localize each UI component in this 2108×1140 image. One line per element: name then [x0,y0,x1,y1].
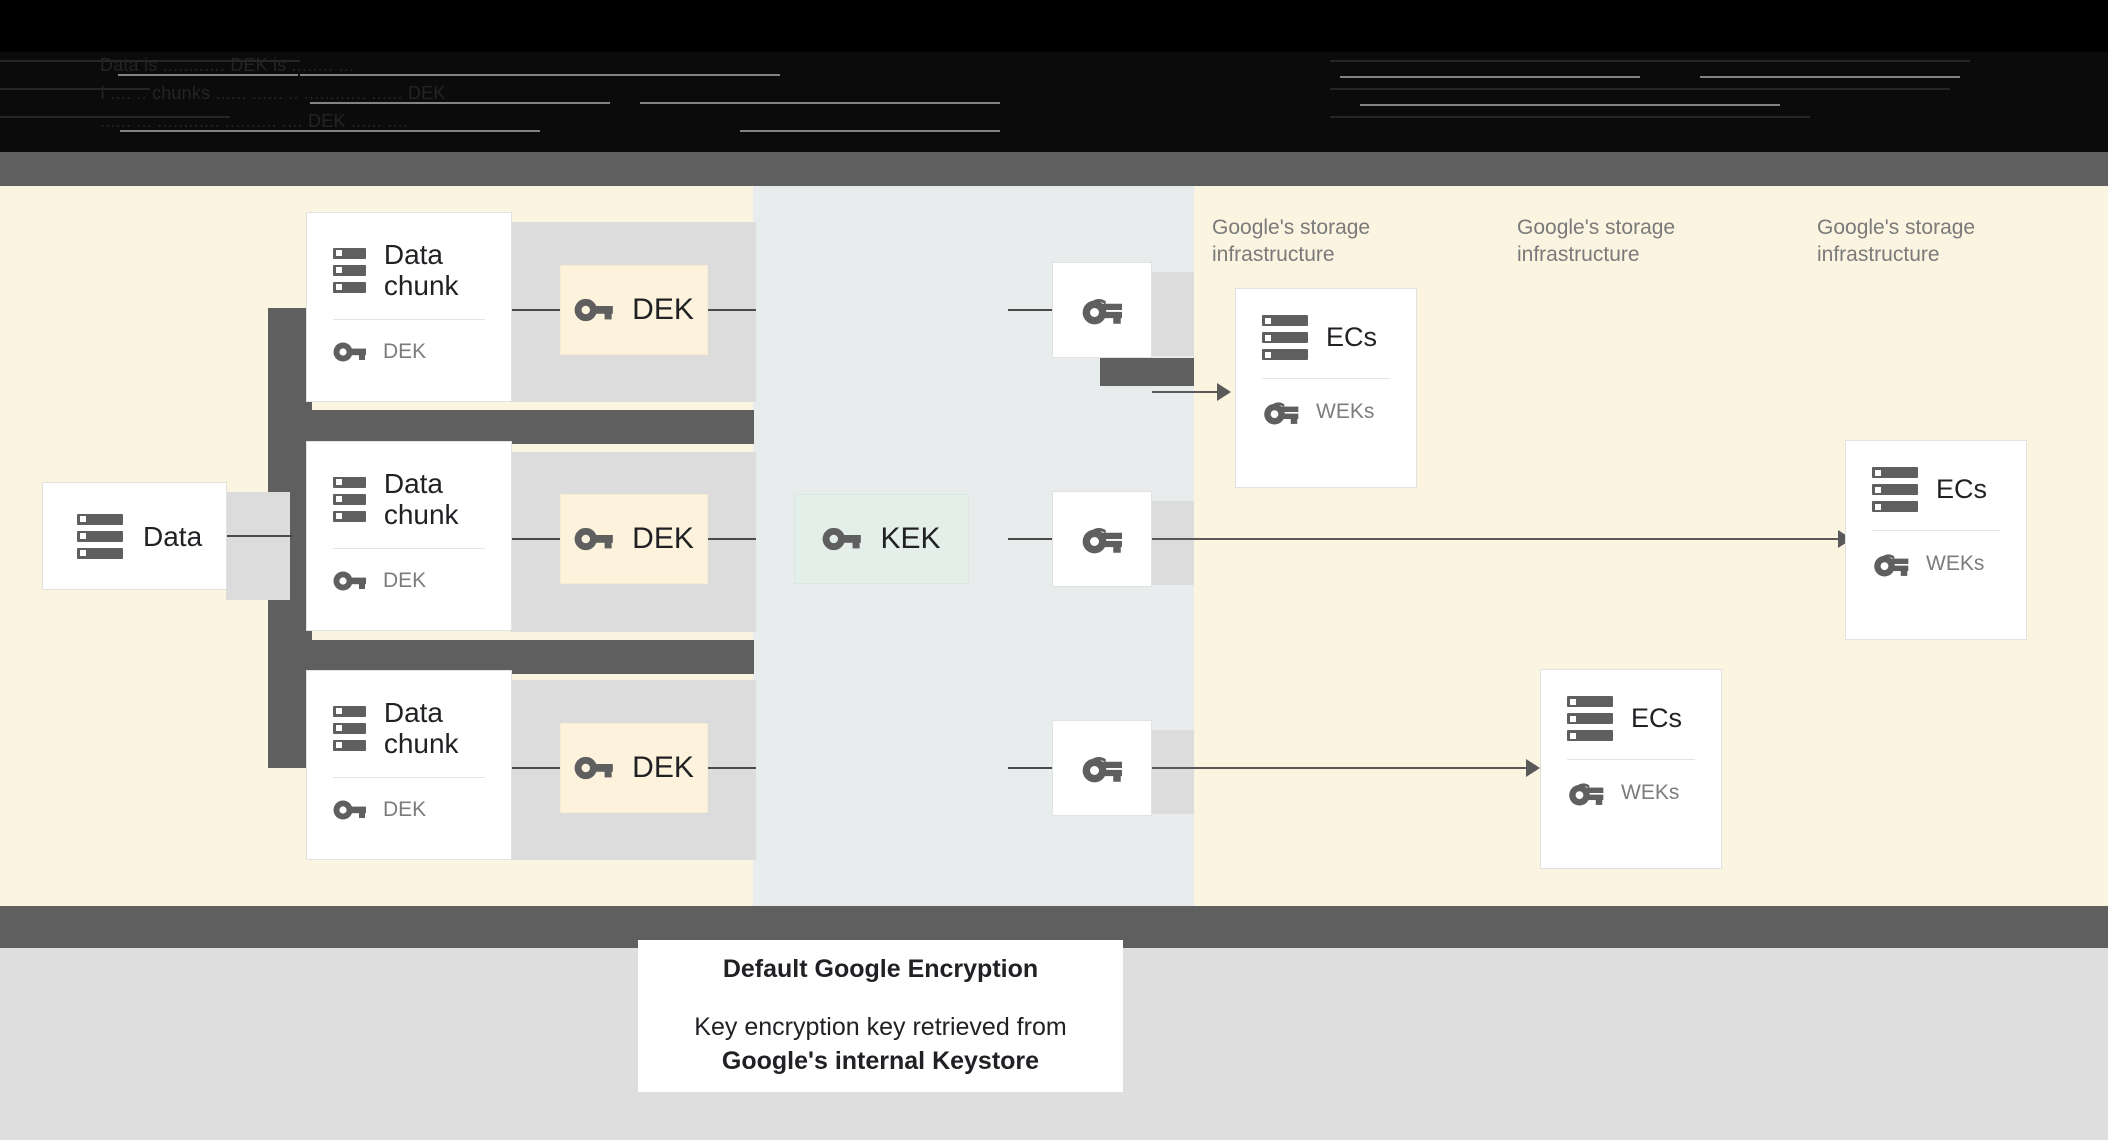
storage-label-1: Google's storage infrastructure [1212,214,1412,268]
key-icon [1080,524,1124,554]
obscured-header-line-2: I .... .. chunks ...... ...... .. ......… [100,83,446,103]
data-node[interactable]: Data [42,482,227,590]
caption-body-line-2: Google's internal Keystore [721,1046,1040,1075]
dek-pill-label: DEK [632,522,694,555]
chunk-card-1[interactable]: Data chunk DEK [306,212,512,402]
key-icon [333,341,367,363]
card-divider [333,319,485,320]
connector-to-wek3 [1008,767,1052,769]
arrow-line-2 [1152,538,1849,540]
storage-label-text: Google's storage infrastructure [1212,216,1371,266]
top-grey-band [0,152,2108,186]
caption-body-line-1: Key encryption key retrieved from [694,1012,1067,1041]
chunk-key-label: DEK [383,798,427,821]
key-icon [574,526,614,552]
storage-label-text: Google's storage infrastructure [1817,216,1976,266]
ec-card-key-label: WEKs [1621,781,1680,804]
spine-arm-lower [268,640,754,674]
caption-body: Key encryption key retrieved from Google… [694,1010,1066,1078]
server-stack-icon [1262,315,1308,360]
connector-to-wek1 [1008,309,1052,311]
data-node-label: Data [143,520,203,552]
caption-box: Default Google Encryption Key encryption… [638,940,1123,1092]
obscured-header-line-1: Data is ............ DEK is ........ ... [100,55,355,75]
ec-card-1[interactable]: ECs WEKs [1235,288,1417,488]
server-stack-icon [333,705,366,751]
dek-pill-1[interactable]: DEK [560,265,708,355]
chunk-card-3[interactable]: Data chunk DEK [306,670,512,860]
chunk-key-label: DEK [383,569,427,592]
key-icon [822,526,862,552]
obscured-header-line-3: ...... ... ............ .......... .... … [100,111,409,131]
server-stack-icon [1567,696,1613,741]
connector-data-to-spine [227,535,293,537]
server-stack-icon [1872,467,1918,512]
chunk-card-2[interactable]: Data chunk DEK [306,441,512,631]
caption-title: Default Google Encryption [722,954,1039,983]
card-divider [333,777,485,778]
obscured-header-region: Data is ............ DEK is ........ ...… [0,52,2108,152]
dek-pill-3[interactable]: DEK [560,723,708,813]
key-icon [1567,780,1605,806]
dek-pill-label: DEK [632,293,694,326]
connector-dek3-out [708,767,756,769]
dek-pill-label: DEK [632,751,694,784]
key-icon [574,297,614,323]
ec-card-title: ECs [1326,322,1378,352]
ec-card-key-label: WEKs [1926,552,1985,575]
key-icon [1872,551,1910,577]
arrow-line-3 [1152,767,1537,769]
ec-card-key-label: WEKs [1316,400,1375,423]
ec-card-2[interactable]: ECs WEKs [1845,440,2027,640]
ec-card-title: ECs [1936,474,1988,504]
arrow-head-1 [1217,383,1231,401]
key-icon [333,570,367,592]
chunk-title: Data chunk [383,468,459,530]
key-icon [333,799,367,821]
connector-chunk3-to-dek3 [512,767,560,769]
key-icon [1080,295,1124,325]
server-stack-icon [333,247,366,293]
key-icon [574,755,614,781]
page-top-black-bar [0,0,2108,52]
connector-kek-to-wek [1008,538,1052,540]
chunk-title: Data chunk [383,239,459,301]
spine-arm-upper [268,410,754,444]
ec-card-3[interactable]: ECs WEKs [1540,669,1722,869]
arrow-line-1 [1152,391,1228,393]
connector-chunk2-to-dek2 [512,538,560,540]
storage-label-text: Google's storage infrastructure [1517,216,1676,266]
wrapped-key-box-2[interactable] [1052,491,1152,587]
data-node-shadow [226,492,290,600]
storage-label-2: Google's storage infrastructure [1517,214,1717,268]
chunk-key-label: DEK [383,340,427,363]
connector-dek2-out [708,538,756,540]
card-divider [1262,378,1390,379]
connector-chunk1-to-dek1 [512,309,560,311]
server-stack-icon [333,476,366,522]
card-divider [1872,530,2000,531]
arrow-head-3 [1526,759,1540,777]
ec-card-title: ECs [1631,703,1683,733]
card-divider [333,548,485,549]
connector-dek1-out [708,309,756,311]
chunk-title: Data chunk [383,697,459,759]
key-icon [1262,399,1300,425]
wrapped-key-box-3[interactable] [1052,720,1152,816]
dek-pill-2[interactable]: DEK [560,494,708,584]
storage-label-3: Google's storage infrastructure [1817,214,2017,268]
wrapped-key-box-1[interactable] [1052,262,1152,358]
server-stack-icon [77,513,123,559]
kek-pill[interactable]: KEK [794,494,969,584]
key-icon [1080,753,1124,783]
dark-connector-stub [1100,358,1194,386]
card-divider [1567,759,1695,760]
kek-pill-label: KEK [880,522,941,555]
